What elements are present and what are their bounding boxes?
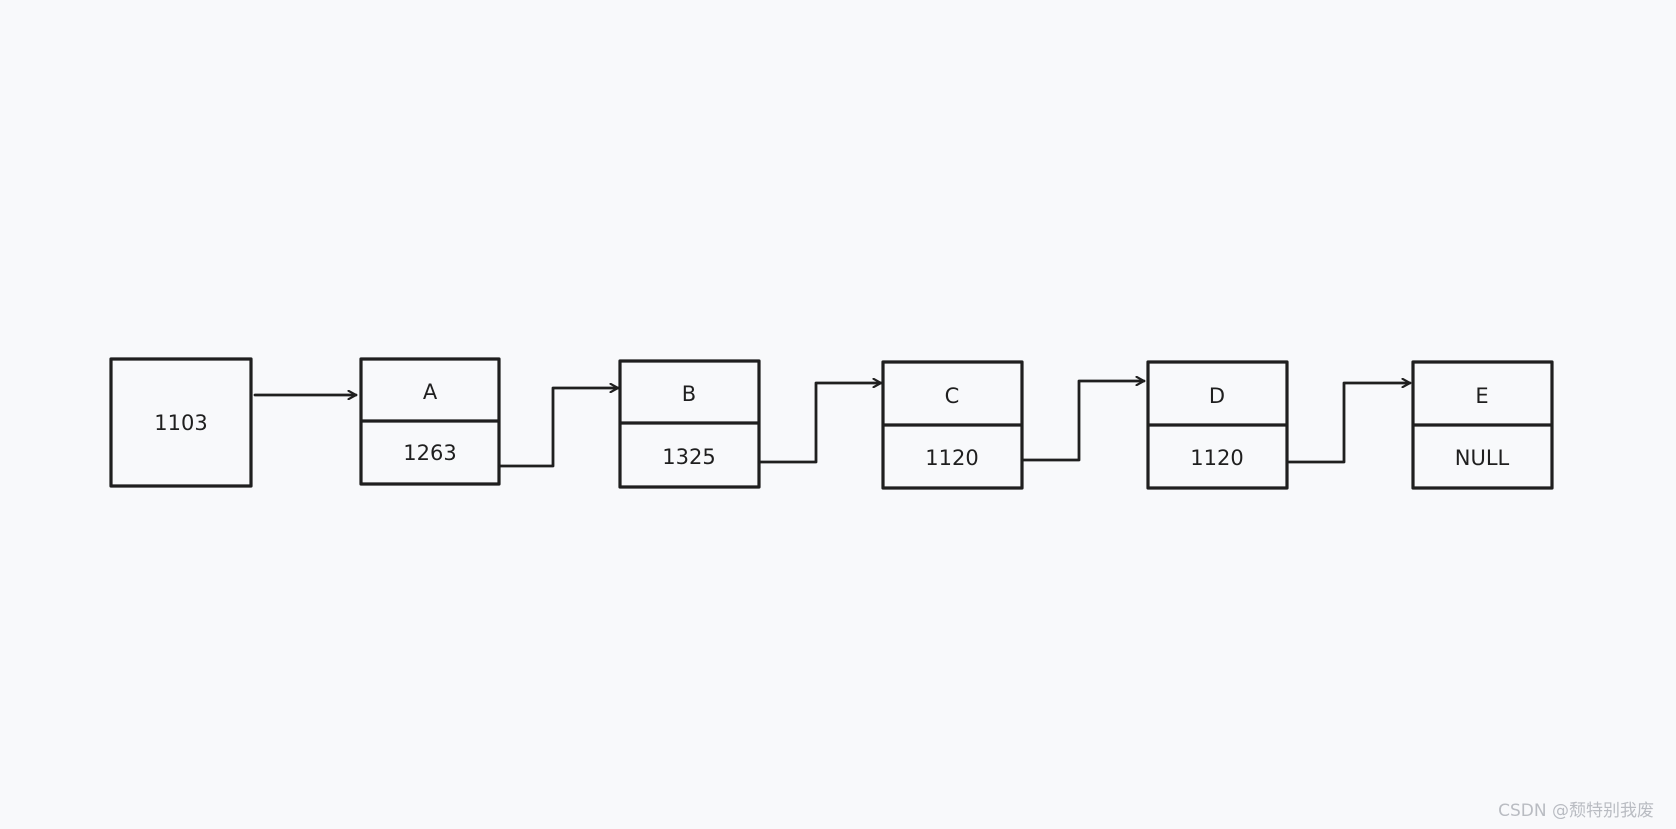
node-d-next: 1120 xyxy=(1190,446,1243,470)
arrow-a-to-b xyxy=(498,388,620,468)
node-b-next: 1325 xyxy=(662,445,715,469)
list-node-a: A 1263 xyxy=(359,357,501,486)
node-a-next: 1263 xyxy=(403,441,456,465)
node-c-next: 1120 xyxy=(925,446,978,470)
watermark: CSDN @颓特别我废 xyxy=(1498,801,1654,821)
list-node-e: E NULL xyxy=(1411,360,1554,490)
list-node-c: C 1120 xyxy=(881,360,1024,490)
node-b-data: B xyxy=(682,382,696,406)
node-e-next: NULL xyxy=(1455,446,1510,470)
head-pointer-box: 1103 xyxy=(109,357,253,488)
node-a-data: A xyxy=(423,380,438,404)
arrow-b-to-c xyxy=(758,383,883,464)
node-d-data: D xyxy=(1209,384,1225,408)
list-node-b: B 1325 xyxy=(618,359,761,489)
arrow-c-to-d xyxy=(1021,381,1146,462)
head-pointer-value: 1103 xyxy=(154,411,207,435)
node-e-data: E xyxy=(1475,384,1488,408)
list-node-d: D 1120 xyxy=(1146,360,1289,490)
arrow-d-to-e xyxy=(1287,383,1412,464)
node-c-data: C xyxy=(945,384,960,408)
